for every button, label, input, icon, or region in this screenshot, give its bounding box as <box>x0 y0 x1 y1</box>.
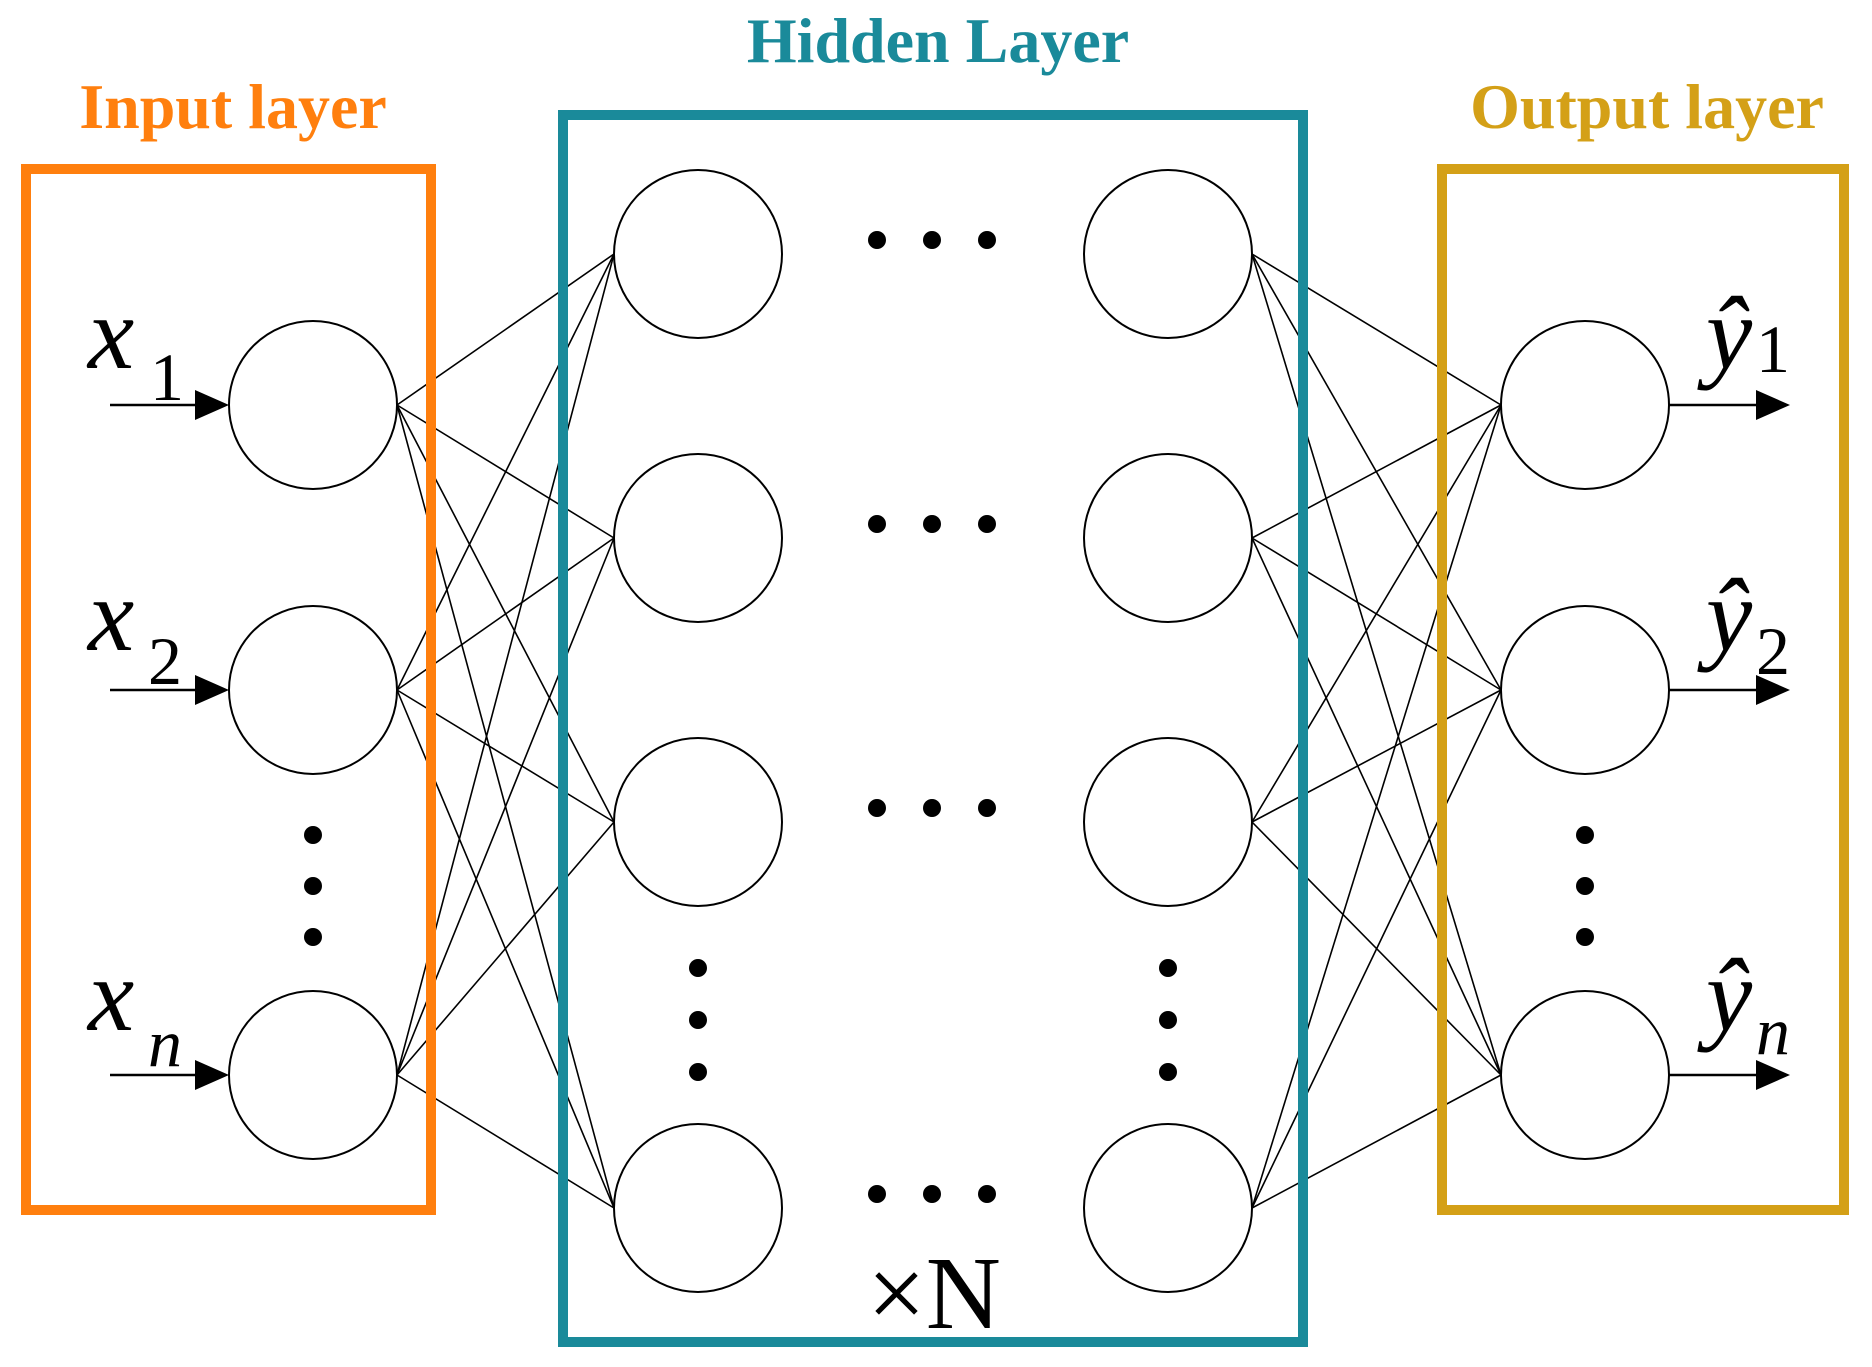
connection-line <box>1251 404 1502 823</box>
ellipsis-dot <box>923 799 941 817</box>
ellipsis-dot <box>304 928 322 946</box>
ellipsis-dot <box>304 877 322 895</box>
connection-line <box>1251 1074 1502 1209</box>
input-subscript: 1 <box>150 339 184 415</box>
connection-line <box>1251 404 1502 1209</box>
input-symbol: x <box>86 558 134 673</box>
input-layer-box <box>21 164 436 1215</box>
connection-line <box>1251 253 1502 1076</box>
connection-line <box>1251 689 1502 1209</box>
ellipsis-dot <box>923 1185 941 1203</box>
output-symbol: ŷ <box>1697 558 1753 673</box>
output-layer-box <box>1437 164 1849 1215</box>
hidden-node <box>1083 169 1253 339</box>
input-label-1: x 1 <box>86 276 184 415</box>
ellipsis-dot <box>1159 1011 1177 1029</box>
output-subscript: 2 <box>1756 613 1790 689</box>
input-arrow-head <box>195 1060 229 1090</box>
hidden-node <box>613 1123 783 1293</box>
ellipsis-dot <box>978 515 996 533</box>
output-arrow-head <box>1756 675 1790 705</box>
ellipsis-dot <box>978 1185 996 1203</box>
ellipsis-dot <box>304 826 322 844</box>
output-label-1: ŷ 1 <box>1697 276 1790 391</box>
output-node <box>1500 320 1670 490</box>
ellipsis-dot <box>868 515 886 533</box>
output-subscript: n <box>1756 993 1790 1069</box>
hidden-node <box>1083 453 1253 623</box>
nodes <box>228 169 1670 1293</box>
ellipsis-dot <box>868 1185 886 1203</box>
ellipsis-dots <box>304 231 1594 1203</box>
hidden-node <box>1083 1123 1253 1293</box>
output-node <box>1500 990 1670 1160</box>
hidden-layer-title: Hidden Layer <box>747 5 1129 76</box>
ellipsis-dot <box>1159 959 1177 977</box>
input-symbol: x <box>86 276 134 391</box>
connection-line <box>1251 689 1502 823</box>
output-subscript: 1 <box>1756 311 1790 387</box>
output-node <box>1500 605 1670 775</box>
input-arrow-head <box>195 675 229 705</box>
ellipsis-dot <box>978 799 996 817</box>
output-arrow-head <box>1756 1060 1790 1090</box>
ellipsis-dot <box>923 231 941 249</box>
input-layer-title: Input layer <box>79 71 387 142</box>
input-subscript: 2 <box>148 623 182 699</box>
ellipsis-dot <box>923 515 941 533</box>
ellipsis-dot <box>1576 928 1594 946</box>
ellipsis-dot <box>689 1063 707 1081</box>
output-layer-title: Output layer <box>1470 71 1824 142</box>
ellipsis-dot <box>978 231 996 249</box>
ellipsis-dot <box>868 799 886 817</box>
hidden-node <box>613 453 783 623</box>
hidden-node <box>613 169 783 339</box>
output-symbol: ŷ <box>1697 938 1753 1053</box>
output-label-n: ŷ n <box>1697 938 1790 1069</box>
input-label-2: x 2 <box>86 558 182 699</box>
ellipsis-dot <box>1159 1063 1177 1081</box>
input-symbol: x <box>86 938 134 1053</box>
input-node <box>228 990 398 1160</box>
output-symbol: ŷ <box>1697 276 1753 391</box>
input-node <box>228 320 398 490</box>
hidden-node <box>1083 737 1253 907</box>
input-node <box>228 605 398 775</box>
connection-line <box>1251 253 1502 406</box>
connection-line <box>1251 404 1502 539</box>
input-arrow-head <box>195 390 229 420</box>
arrows <box>110 390 1790 1090</box>
output-label-2: ŷ 2 <box>1697 558 1790 689</box>
input-subscript: n <box>148 1005 182 1081</box>
ellipsis-dot <box>868 231 886 249</box>
hidden-repeat-label: ×N <box>867 1236 1001 1351</box>
ellipsis-dot <box>1576 877 1594 895</box>
hidden-layer-box <box>558 110 1308 1347</box>
input-label-n: x n <box>86 938 182 1081</box>
ellipsis-dot <box>689 959 707 977</box>
ellipsis-dot <box>1576 826 1594 844</box>
output-arrow-head <box>1756 390 1790 420</box>
hidden-node <box>613 737 783 907</box>
ellipsis-dot <box>689 1011 707 1029</box>
